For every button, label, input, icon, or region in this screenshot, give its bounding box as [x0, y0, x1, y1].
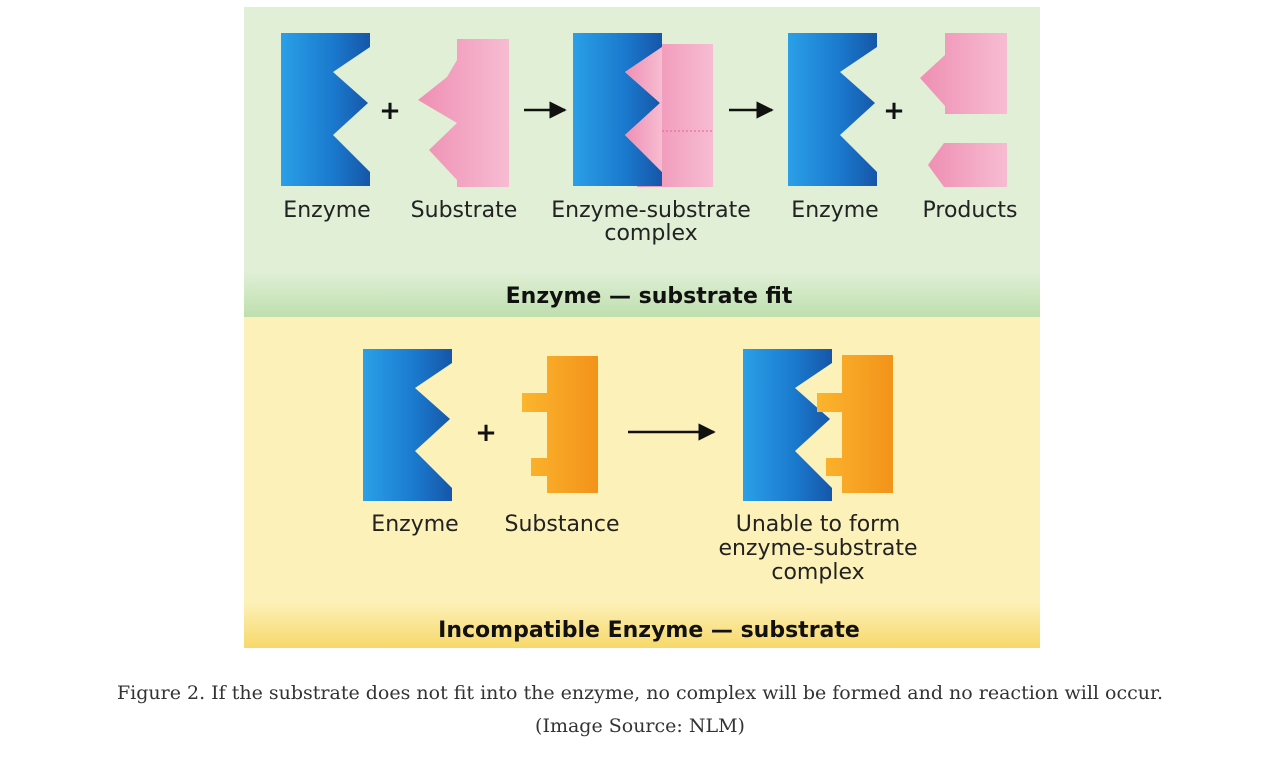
bottom-title-band — [244, 602, 1040, 648]
label-products: Products — [923, 198, 1018, 223]
plus-icon: + — [475, 418, 497, 448]
enzyme-shape — [363, 349, 452, 501]
label-result-line2: enzyme-substrate — [718, 536, 917, 561]
product-shape — [920, 33, 1007, 114]
label-complex-line2: complex — [604, 221, 697, 246]
incompatible-substance-shape — [817, 355, 893, 493]
enzyme-shape — [281, 33, 370, 186]
label-result-line1: Unable to form — [736, 512, 901, 537]
complex-fit-shape — [625, 47, 662, 172]
top-title-band — [244, 272, 1040, 317]
substance-shape — [522, 356, 598, 493]
image-source: (Image Source: NLM) — [535, 715, 745, 737]
bottom-panel-title: Incompatible Enzyme — substrate — [438, 618, 860, 643]
label-substrate: Substrate — [411, 198, 518, 223]
label-result-line3: complex — [771, 560, 864, 585]
label-substance: Substance — [504, 512, 619, 537]
plus-icon: + — [379, 96, 401, 126]
substrate-shape — [418, 39, 509, 187]
product-shape — [928, 143, 1007, 187]
complex-enzyme-shape — [573, 33, 662, 186]
label-enzyme: Enzyme — [371, 512, 458, 537]
plus-icon: + — [883, 96, 905, 126]
label-complex-line1: Enzyme-substrate — [551, 198, 750, 223]
top-panel-title: Enzyme — substrate fit — [506, 284, 793, 309]
label-enzyme-after: Enzyme — [791, 198, 878, 223]
enzyme-shape — [788, 33, 877, 186]
figure-caption: Figure 2. If the substrate does not fit … — [116, 682, 1164, 704]
label-enzyme: Enzyme — [283, 198, 370, 223]
incompatible-enzyme-shape — [743, 349, 832, 501]
